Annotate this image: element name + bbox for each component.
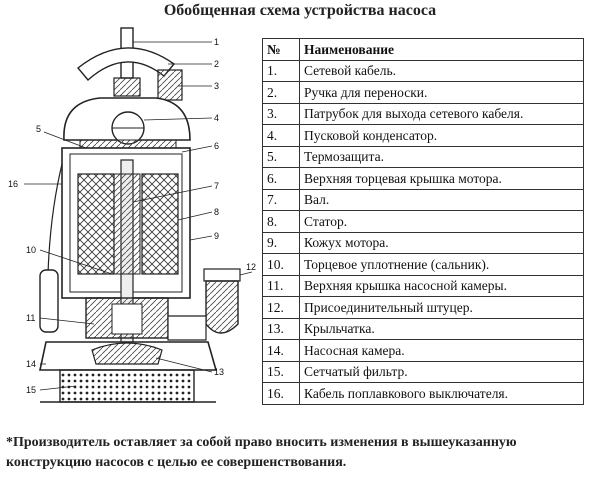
diagram-label-16: 16: [8, 179, 18, 189]
table-row: 1.Сетевой кабель.: [262, 59, 584, 82]
note-line-1: *Производитель оставляет за собой право …: [6, 435, 517, 450]
diagram-label-4: 4: [214, 113, 219, 123]
row-number: 4.: [262, 124, 300, 147]
diagram-label-12: 12: [246, 262, 256, 272]
row-name: Статор.: [299, 210, 584, 233]
outlet-connector: [203, 268, 241, 282]
row-name: Термозащита.: [299, 145, 584, 168]
row-number: 9.: [262, 231, 300, 254]
stator-left: [77, 173, 115, 275]
table-row: 15.Сетчатый фильтр.: [262, 360, 584, 383]
row-name: Кабель поплавкового выключателя.: [299, 382, 584, 405]
table-row: 10.Торцевое уплотнение (сальник).: [262, 253, 584, 276]
diagram-label-10: 10: [26, 245, 36, 255]
table-row: 8.Статор.: [262, 210, 584, 233]
impeller: [91, 342, 163, 365]
row-number: 10.: [262, 253, 300, 276]
diagram-label-15: 15: [26, 385, 36, 395]
diagram-label-13: 13: [214, 367, 224, 377]
disclaimer-note: *Производитель оставляет за собой право …: [6, 433, 596, 473]
table-row: 7.Вал.: [262, 188, 584, 211]
diagram-label-11: 11: [26, 313, 35, 323]
row-name: Крыльчатка.: [299, 317, 584, 340]
diagram-label-9: 9: [214, 231, 219, 241]
header-num: №: [262, 38, 300, 61]
page-title: Обобщенная схема устройства насоса: [163, 2, 437, 19]
row-number: 8.: [262, 210, 300, 233]
row-number: 12.: [262, 296, 300, 319]
row-name: Сетчатый фильтр.: [299, 360, 584, 383]
table-row: 13.Крыльчатка.: [262, 317, 584, 340]
float-switch: [39, 269, 59, 333]
table-row: 3.Патрубок для выхода сетевого кабеля.: [262, 102, 584, 125]
diagram-label-3: 3: [214, 81, 219, 91]
table-row: 2.Ручка для переноски.: [262, 81, 584, 104]
row-number: 11.: [262, 274, 300, 297]
table-row: 6.Верхняя торцевая крышка мотора.: [262, 167, 584, 190]
row-name: Кожух мотора.: [299, 231, 584, 254]
diagram-label-14: 14: [26, 359, 36, 369]
cable-outlet: [113, 77, 141, 97]
row-number: 7.: [262, 188, 300, 211]
row-name: Сетевой кабель.: [299, 59, 584, 82]
row-number: 16.: [262, 382, 300, 405]
row-name: Пусковой конденсатор.: [299, 124, 584, 147]
row-number: 13.: [262, 317, 300, 340]
row-name: Насосная камера.: [299, 339, 584, 362]
row-number: 15.: [262, 360, 300, 383]
row-number: 6.: [262, 167, 300, 190]
row-name: Верхняя крышка насосной камеры.: [299, 274, 584, 297]
diagram-label-1: 1: [214, 37, 219, 47]
diagram-label-8: 8: [214, 207, 219, 217]
table-header-row: № Наименование: [262, 38, 584, 61]
row-name: Патрубок для выхода сетевого кабеля.: [299, 102, 584, 125]
pump-diagram: 1 2 3 4 5 6 7 8 9 10 11 12 13 14 15 16: [8, 27, 256, 403]
header-name: Наименование: [299, 38, 584, 61]
diagram-label-5: 5: [36, 124, 41, 134]
stator-right: [141, 173, 179, 275]
table-row: 5.Термозащита.: [262, 145, 584, 168]
table-row: 4.Пусковой конденсатор.: [262, 124, 584, 147]
strainer: [59, 369, 195, 403]
parts-table: № Наименование 1.Сетевой кабель.2.Ручка …: [262, 38, 584, 405]
table-row: 16.Кабель поплавкового выключателя.: [262, 382, 584, 405]
row-name: Верхняя торцевая крышка мотора.: [299, 167, 584, 190]
table-row: 12.Присоединительный штуцер.: [262, 296, 584, 319]
row-number: 1.: [262, 59, 300, 82]
row-number: 5.: [262, 145, 300, 168]
table-row: 14.Насосная камера.: [262, 339, 584, 362]
row-name: Вал.: [299, 188, 584, 211]
row-number: 14.: [262, 339, 300, 362]
row-name: Ручка для переноски.: [299, 81, 584, 104]
table-row: 11.Верхняя крышка насосной камеры.: [262, 274, 584, 297]
diagram-label-6: 6: [214, 141, 219, 151]
row-number: 3.: [262, 102, 300, 125]
row-name: Торцевое уплотнение (сальник).: [299, 253, 584, 276]
table-row: 9.Кожух мотора.: [262, 231, 584, 254]
note-line-2: конструкцию насосов с целью ее совершенс…: [6, 455, 347, 470]
row-number: 2.: [262, 81, 300, 104]
diagram-label-2: 2: [214, 59, 219, 69]
float-cable: [47, 163, 63, 275]
diagram-label-7: 7: [214, 181, 219, 191]
row-name: Присоединительный штуцер.: [299, 296, 584, 319]
